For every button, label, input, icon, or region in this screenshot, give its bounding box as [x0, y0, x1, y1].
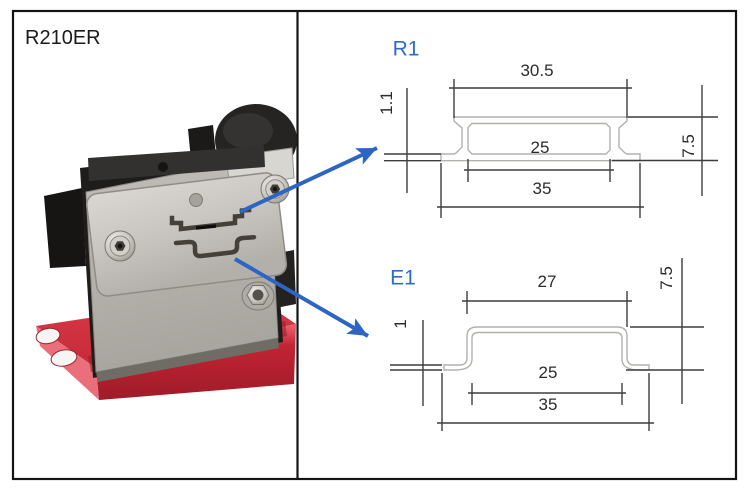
r1-dim-top-width: 30.5	[449, 61, 632, 118]
front-plate	[86, 172, 290, 297]
r1-profile-channel	[467, 122, 611, 155]
r1-dim-thickness-value: 1.1	[377, 91, 396, 115]
r1-dim-inner-width: 25	[464, 138, 614, 182]
e1-dim-overall-width-value: 35	[539, 395, 558, 414]
model-label: R210ER	[25, 27, 101, 49]
r1-dim-top-width-value: 30.5	[520, 61, 553, 80]
diagram-e1: E1 27 1 25 35	[390, 258, 704, 431]
r1-dim-inner-width-value: 25	[531, 138, 550, 157]
e1-dim-thickness: 1	[390, 319, 442, 406]
r1-dim-height-value: 7.5	[679, 134, 698, 158]
pointer-arrow-e1-icon	[233, 257, 370, 338]
e1-dim-overall-width: 35	[437, 373, 654, 431]
back-plate-bottom-edge	[96, 338, 279, 382]
side-knob	[44, 188, 86, 268]
front-plate-hole	[189, 193, 203, 207]
diagram-r1-label: R1	[393, 37, 420, 60]
r1-dim-overall-width-value: 35	[533, 179, 552, 198]
e1-dim-height: 7.5	[626, 258, 704, 404]
roller-disc-highlight	[223, 113, 273, 149]
top-bar	[88, 146, 265, 181]
pointer-arrow-r1-icon	[239, 146, 378, 214]
machine-photo: R210ER	[25, 27, 297, 400]
diagram-e1-label: E1	[390, 266, 416, 289]
blade-gap	[195, 224, 217, 230]
socket-screw	[104, 230, 136, 262]
front-plate-face	[86, 172, 288, 297]
e1-dim-top-width: 27	[462, 272, 632, 327]
e1-dim-top-width-value: 27	[538, 272, 557, 291]
r1-dim-height: 7.5	[612, 85, 718, 196]
e1-dim-inner-width-value: 25	[539, 363, 558, 382]
top-bar-hole	[158, 162, 168, 172]
r1-dim-overall-width: 35	[437, 163, 644, 218]
base-mounting-hole	[50, 349, 78, 367]
hex-bolt	[241, 281, 275, 311]
e1-dim-height-value: 7.5	[657, 266, 676, 290]
base-mounting-hole	[35, 327, 61, 345]
r1-dim-thickness: 1.1	[377, 88, 441, 193]
e1-dim-thickness-value: 1	[391, 319, 410, 328]
diagram-r1: R1 30.5 1.1 25 35	[377, 37, 718, 218]
slot-e1-profile	[173, 234, 257, 259]
e1-dim-inner-width: 25	[468, 363, 626, 405]
hex-head-center	[252, 289, 264, 301]
